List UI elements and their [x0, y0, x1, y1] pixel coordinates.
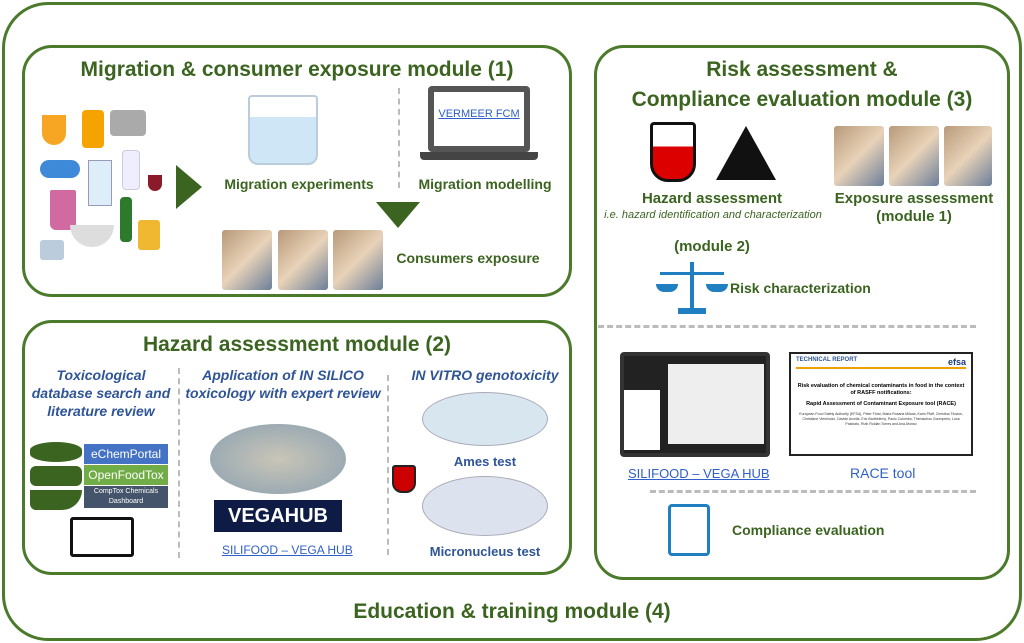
divider — [387, 375, 389, 555]
silifood-vega-hub-link[interactable]: SILIFOOD – VEGA HUB — [628, 466, 770, 481]
divider — [398, 88, 400, 188]
silifood-vega-hub-link[interactable]: SILIFOOD – VEGA HUB — [222, 543, 353, 557]
compliance-evaluation-label: Compliance evaluation — [732, 522, 885, 538]
laptop-base — [420, 152, 538, 160]
divider — [178, 368, 180, 558]
divider — [650, 490, 976, 493]
child-eating-photo — [222, 230, 272, 290]
food-items-icon — [40, 105, 170, 285]
book-search-icon — [70, 517, 134, 557]
hazard-assessment-sub: i.e. hazard identification and character… — [604, 209, 822, 221]
consumers-exposure-label: Consumers exposure — [396, 250, 540, 266]
vega-hub-screenshot — [620, 352, 770, 457]
arrow-right-icon — [176, 165, 202, 209]
risk-characterization-label: Risk characterization — [730, 280, 871, 296]
petri-dish-ames-icon — [422, 392, 548, 446]
checklist-icon — [668, 504, 710, 556]
child-eating-photo — [944, 126, 992, 186]
migration-modelling-label: Migration modelling — [418, 176, 552, 192]
vegahub-logo-text: VEGAHUB — [227, 505, 328, 527]
micronucleus-test-label: Micronucleus test — [429, 544, 541, 559]
ames-test-label: Ames test — [453, 454, 517, 469]
migration-experiments-label: Migration experiments — [224, 176, 374, 192]
report-title: Risk evaluation of chemical contaminants… — [797, 383, 965, 396]
beaker-icon — [248, 95, 318, 165]
scales-icon — [656, 262, 728, 314]
laptop-icon: VERMEER FCM — [428, 86, 530, 152]
exposure-module-label: (module 1) — [876, 208, 952, 225]
database-search-title: Toxicological database search and litera… — [31, 367, 171, 419]
module1-title: Migration & consumer exposure module (1) — [80, 58, 514, 81]
report-header: TECHNICAL REPORT — [796, 357, 858, 363]
module4-title: Education & training module (4) — [353, 600, 671, 623]
flask-icon — [392, 465, 416, 493]
petri-dish-micronucleus-icon — [422, 476, 548, 536]
report-authors: European Food Safety Authority (EFSA), P… — [799, 412, 963, 426]
in-vitro-title: IN VITRO genotoxicity — [411, 367, 559, 383]
child-eating-photo — [889, 126, 939, 186]
child-eating-photo — [333, 230, 383, 290]
arrow-down-icon — [376, 202, 420, 228]
in-silico-title: Application of IN SILICO toxicology with… — [185, 367, 381, 401]
efsa-logo: efsa — [947, 357, 966, 367]
module3-title-line2: Compliance evaluation module (3) — [631, 88, 973, 111]
comptox-link[interactable]: CompTox Chemicals Dashboard — [84, 486, 168, 508]
migration-module-box — [22, 45, 572, 297]
module3-title-line1: Risk assessment & — [706, 58, 898, 81]
race-tool-link[interactable]: RACE tool — [850, 465, 916, 481]
risk-module-box — [594, 45, 1010, 580]
vegahub-logo: VEGAHUB — [214, 500, 342, 532]
warning-icon — [716, 126, 776, 180]
divider — [598, 325, 976, 328]
module2-title: Hazard assessment module (2) — [142, 333, 452, 356]
hazard-module-label: (module 2) — [674, 238, 750, 255]
report-subtitle: Rapid Assessment of Contaminant Exposure… — [806, 401, 956, 407]
flask-icon — [650, 122, 696, 182]
hazard-assessment-label: Hazard assessment — [641, 190, 783, 207]
hazard-module-box — [22, 320, 572, 575]
exposure-assessment-label: Exposure assessment — [834, 190, 994, 207]
vermeer-fcm-link[interactable]: VERMEER FCM — [438, 108, 520, 120]
race-report-thumbnail: TECHNICAL REPORT efsa Risk evaluation of… — [789, 352, 973, 456]
openfoodtox-link[interactable]: OpenFoodTox — [84, 465, 168, 485]
child-eating-photo — [278, 230, 328, 290]
laptop-user-photo — [210, 424, 346, 494]
child-eating-photo — [834, 126, 884, 186]
echemportal-link[interactable]: eChemPortal — [84, 444, 168, 464]
database-icon — [30, 442, 82, 510]
